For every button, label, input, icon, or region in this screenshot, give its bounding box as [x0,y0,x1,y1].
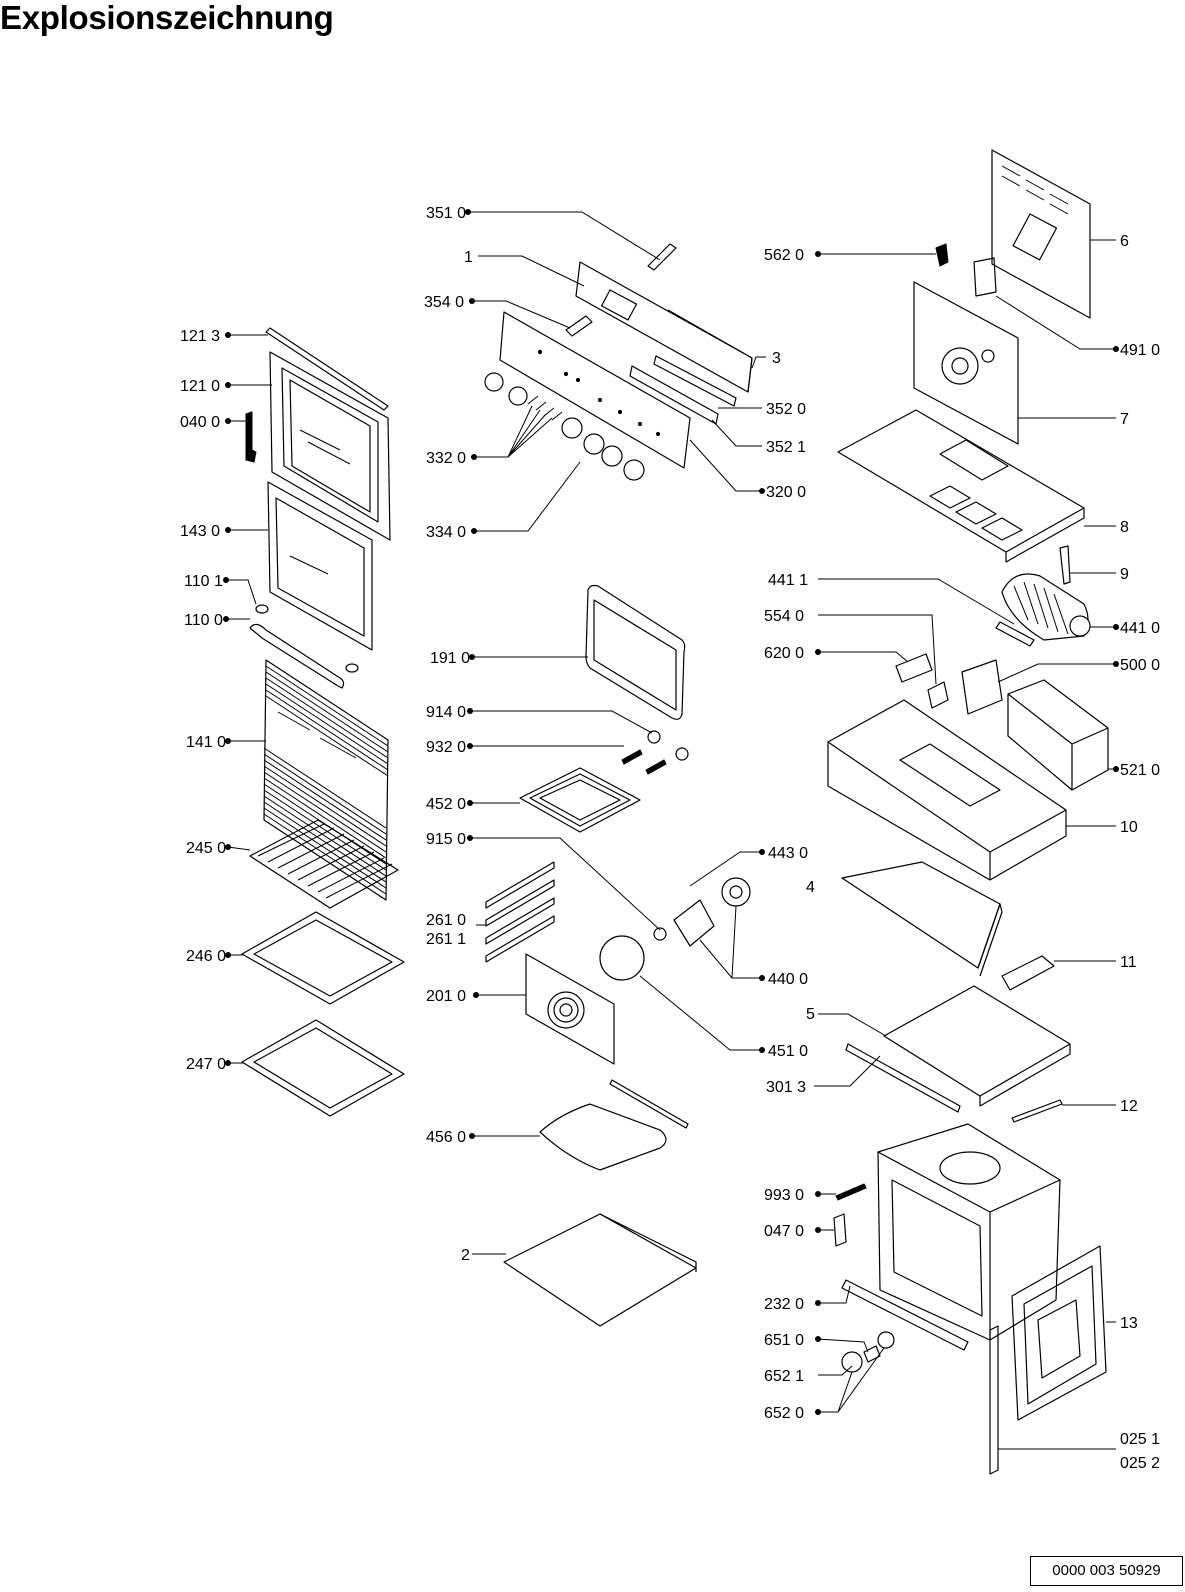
label-441-0: 441 0 [1120,620,1160,637]
part-labels: 351 0 1 354 0 3 352 0 352 1 332 0 320 0 … [180,205,1160,1472]
leader-lines [226,211,1116,1450]
label-914-0: 914 0 [426,704,466,721]
label-6: 6 [1120,233,1129,250]
label-332-0: 332 0 [426,450,466,467]
label-500-0: 500 0 [1120,657,1160,674]
label-451-0: 451 0 [768,1043,808,1060]
label-915-0: 915 0 [426,831,466,848]
label-354-0: 354 0 [424,294,464,311]
label-141-0: 141 0 [186,734,226,751]
label-12: 12 [1120,1098,1138,1115]
label-352-1: 352 1 [766,439,806,456]
label-320-0: 320 0 [766,484,806,501]
label-620-0: 620 0 [764,645,804,662]
page-title: Explosionszeichnung [0,0,334,36]
label-1: 1 [464,249,473,266]
label-652-1: 652 1 [764,1368,804,1385]
label-554-0: 554 0 [764,608,804,625]
label-10: 10 [1120,819,1138,836]
label-7: 7 [1120,411,1129,428]
label-246-0: 246 0 [186,948,226,965]
label-932-0: 932 0 [426,739,466,756]
label-652-0: 652 0 [764,1405,804,1422]
label-11: 11 [1120,954,1137,971]
oven-interior-parts [485,584,751,1327]
label-441-1: 441 1 [768,572,808,589]
label-201-0: 201 0 [426,988,466,1005]
document-number: 0000 003 50929 [1030,1556,1183,1586]
label-301-3: 301 3 [766,1079,806,1096]
label-121-3: 121 3 [180,328,220,345]
label-5: 5 [806,1006,815,1023]
label-232-0: 232 0 [764,1296,804,1313]
label-040-0: 040 0 [180,414,220,431]
label-651-0: 651 0 [764,1332,804,1349]
label-110-0: 110 0 [184,612,223,629]
label-521-0: 521 0 [1120,762,1160,779]
label-352-0: 352 0 [766,401,806,418]
label-025-2: 025 2 [1120,1455,1160,1472]
label-047-0: 047 0 [764,1223,804,1240]
label-4: 4 [806,879,815,896]
label-245-0: 245 0 [186,840,226,857]
label-562-0: 562 0 [764,247,804,264]
label-261-1: 261 1 [426,931,466,948]
label-191-0: 191 0 [430,650,470,667]
oven-racks-and-trays [241,819,405,1117]
label-456-0: 456 0 [426,1129,466,1146]
control-panel-assembly [484,243,753,481]
label-2: 2 [461,1247,470,1264]
label-13: 13 [1120,1315,1138,1332]
label-121-0: 121 0 [180,378,220,395]
door-assembly [245,327,391,901]
label-8: 8 [1120,519,1129,536]
label-334-0: 334 0 [426,524,466,541]
label-452-0: 452 0 [426,796,466,813]
label-110-1: 110 1 [184,573,223,590]
label-9: 9 [1120,566,1129,583]
label-440-0: 440 0 [768,971,808,988]
label-491-0: 491 0 [1120,342,1160,359]
label-443-0: 443 0 [768,845,808,862]
label-025-1: 025 1 [1120,1431,1160,1448]
label-351-0: 351 0 [426,205,466,222]
label-143-0: 143 0 [180,523,220,540]
housing-and-electrics [827,149,1109,1475]
label-993-0: 993 0 [764,1187,804,1204]
label-261-0: 261 0 [426,912,466,929]
label-247-0: 247 0 [186,1056,226,1073]
label-3: 3 [772,350,781,367]
